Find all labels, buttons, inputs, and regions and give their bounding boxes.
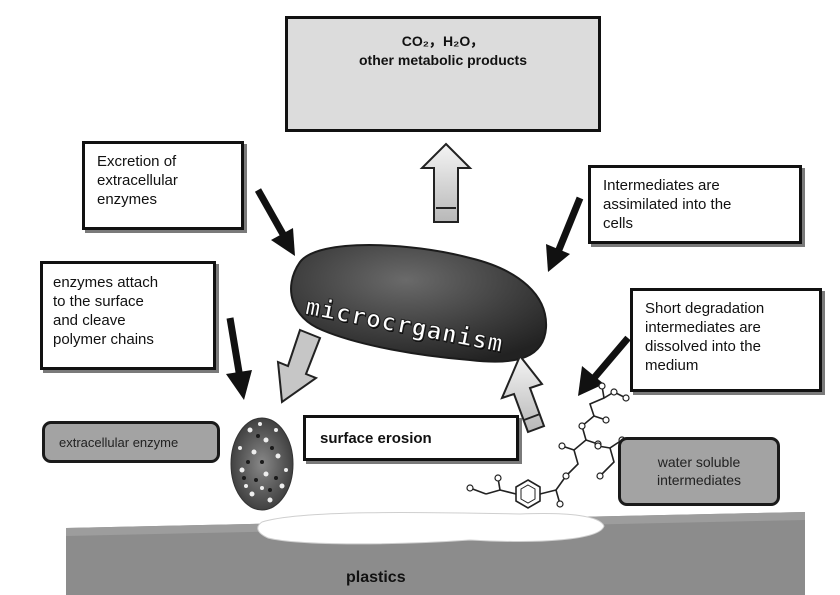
black-arrows [226, 188, 631, 400]
short-degradation-line-2: intermediates are [645, 319, 761, 336]
enzyme-attach-box: enzymes attach to the surface and cleave… [40, 261, 216, 370]
attach-line-4: polymer chains [53, 331, 154, 348]
eroded-surface [257, 511, 605, 545]
molecule-atoms [466, 382, 630, 508]
products-line-2: other metabolic products [358, 52, 528, 68]
assimilated-box: Intermediates are assimilated into the c… [588, 165, 802, 244]
water-soluble-line-2: intermediates [656, 472, 742, 488]
attach-line-1: enzymes attach [53, 274, 159, 291]
enzyme-cluster [230, 417, 294, 511]
surface-erosion-box: surface erosion [303, 415, 519, 461]
water-soluble-intermediates-label: water soluble intermediates [618, 437, 780, 506]
excretion-line-1: Excretion of [97, 153, 177, 170]
excretion-line-3: enzymes [97, 191, 158, 208]
assimilated-line-3: cells [603, 215, 634, 232]
products-line-1: CO₂，H₂O， [401, 33, 485, 49]
water-soluble-line-1: water soluble [657, 454, 741, 470]
short-degradation-line-1: Short degradation [645, 300, 765, 317]
extracellular-enzyme-text: extracellular enzyme [59, 435, 179, 450]
surface-erosion-text: surface erosion [320, 430, 432, 447]
arrow-assimilated [546, 244, 570, 272]
assimilated-line-2: assimilated into the [603, 196, 732, 213]
metabolic-products-box: CO₂，H₂O， other metabolic products [285, 16, 601, 132]
short-degradation-line-4: medium [645, 357, 699, 374]
attach-line-3: and cleave [53, 312, 126, 329]
excretion-box: Excretion of extracellular enzymes [82, 141, 244, 230]
excretion-line-2: extracellular [97, 172, 178, 189]
down-arrow-enzymes [276, 328, 322, 404]
up-arrow-products [419, 142, 473, 223]
attach-line-2: to the surface [53, 293, 144, 310]
plastics-label: plastics [346, 569, 406, 586]
plastic-slab [66, 511, 805, 595]
short-degradation-line-3: dissolved into the [645, 338, 761, 355]
assimilated-line-1: Intermediates are [603, 177, 720, 194]
microorganism [290, 244, 548, 363]
short-degradation-box: Short degradation intermediates are diss… [630, 288, 822, 392]
extracellular-enzyme-label: extracellular enzyme [42, 421, 220, 463]
arrow-dissolved [578, 366, 604, 396]
arrow-attach [226, 370, 252, 400]
arrow-excretion [271, 228, 295, 256]
up-arrow-uptake [500, 354, 546, 434]
